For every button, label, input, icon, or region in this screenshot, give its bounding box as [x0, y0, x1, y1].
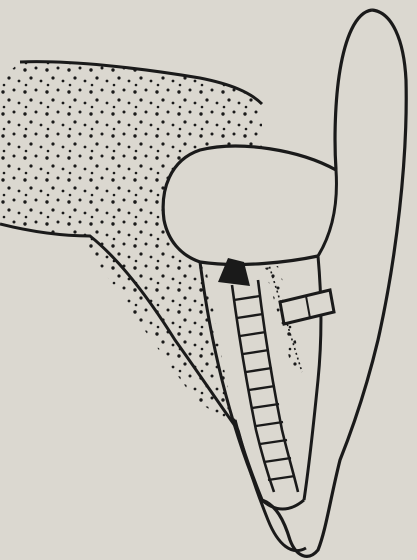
band-clip — [280, 290, 334, 324]
crown — [163, 146, 336, 264]
root-outer-contour — [238, 430, 306, 551]
